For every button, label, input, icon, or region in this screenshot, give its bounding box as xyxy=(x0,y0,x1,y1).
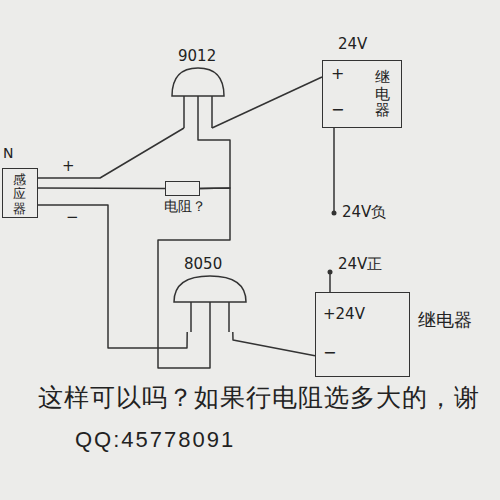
transistor-body xyxy=(172,68,224,96)
voltage-label: 24V正 xyxy=(338,256,382,273)
resistor-symbol xyxy=(165,181,200,196)
sensor-box: 感应器 xyxy=(2,168,38,218)
wire xyxy=(233,332,315,356)
wire xyxy=(38,128,184,178)
supply-wire xyxy=(329,272,331,292)
node-text: − xyxy=(331,101,344,119)
node-text: − xyxy=(323,344,336,362)
transistor-symbol xyxy=(172,274,248,332)
supply-wire xyxy=(333,128,335,213)
wire xyxy=(212,77,322,128)
question-note: 这样可以吗？如果行电阻选多大的，谢 xyxy=(38,384,480,412)
node-text: 继电器 xyxy=(418,310,472,330)
voltage-label: 24V负 xyxy=(342,204,386,221)
relay-box: +24V − 继电器 xyxy=(315,292,485,377)
transistor-body xyxy=(174,276,246,302)
transistor-pin xyxy=(183,96,185,128)
transistor-pin xyxy=(211,96,213,128)
pin-sign: + xyxy=(62,158,75,175)
node-text: 电阻？ xyxy=(164,199,206,214)
wire xyxy=(38,205,187,348)
node-text: 继电器 xyxy=(375,69,390,119)
transistor-pin xyxy=(197,96,199,128)
resistor: 电阻？ xyxy=(160,178,214,218)
node-text: 9012 xyxy=(178,48,216,65)
node-text: 8050 xyxy=(184,256,222,273)
wire xyxy=(38,187,165,189)
node-text: 感应器 xyxy=(13,173,26,216)
relay-box: + − 继电器 xyxy=(322,60,402,128)
wire xyxy=(198,128,230,189)
relay-outline xyxy=(315,292,410,377)
transistor-9012: 9012 xyxy=(170,48,226,128)
transistor-pin xyxy=(209,302,211,332)
transistor-symbol xyxy=(170,66,226,128)
terminal-dot xyxy=(328,270,333,275)
transistor-8050: 8050 xyxy=(172,256,248,332)
transistor-pin xyxy=(190,302,192,332)
pin-sign: − xyxy=(66,209,79,226)
transistor-pin xyxy=(228,302,230,332)
node-text: +24V xyxy=(323,306,365,323)
node-text: + xyxy=(331,65,344,83)
voltage-label: 24V xyxy=(338,36,367,53)
terminal-dot xyxy=(332,211,337,216)
contact-note: QQ:45778091 xyxy=(75,428,235,452)
voltage-label: N xyxy=(3,146,13,161)
